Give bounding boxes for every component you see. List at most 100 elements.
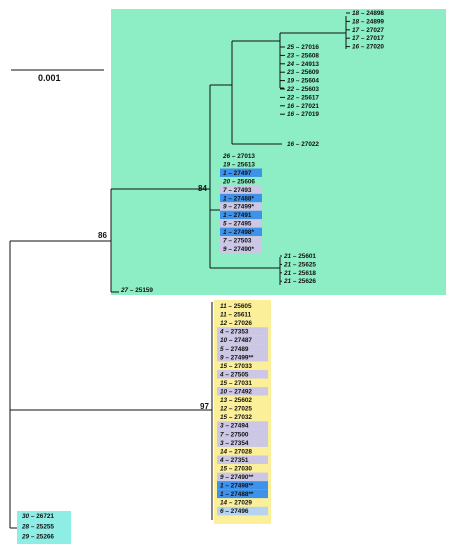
leaf-label: 4 – 27351 xyxy=(219,457,249,464)
leaf-label: 11 – 25605 xyxy=(220,303,252,310)
leaf-label: 13 – 25602 xyxy=(220,397,252,404)
leaf-highlight xyxy=(217,301,268,311)
leaf-label: 24 – 24913 xyxy=(286,61,319,68)
leaf-highlight xyxy=(217,370,268,379)
leaf-group-single: 16 – 27022 xyxy=(287,141,319,148)
leaf-highlight xyxy=(217,472,268,482)
leaf-label: 15 – 27030 xyxy=(220,465,252,472)
leaf-label: 14 – 27029 xyxy=(220,500,252,507)
leaf-highlight xyxy=(217,464,268,473)
leaf-label: 19 – 25604 xyxy=(287,78,319,85)
leaf-label: 10 – 27492 xyxy=(220,389,252,396)
leaf-highlight xyxy=(217,344,268,353)
leaf-label: 26 – 27013 xyxy=(222,153,255,160)
leaf-highlight xyxy=(217,404,268,413)
leaf-label: 10 – 27487 xyxy=(220,337,252,344)
leaf-label: 17 – 27027 xyxy=(352,27,384,34)
leaf-highlight xyxy=(220,227,262,237)
leaf-label: 1 – 27488** xyxy=(220,491,254,498)
leaf-label: 3 – 27354 xyxy=(220,440,249,447)
leaf-label: 21 – 25601 xyxy=(283,253,316,260)
leaf-label: 5 – 27489 xyxy=(220,346,249,353)
leaf-highlight xyxy=(217,310,268,319)
leaf-highlight xyxy=(217,378,268,388)
leaf-highlight xyxy=(217,506,268,516)
leaf-label: 9 – 27499* xyxy=(223,204,254,211)
leaf-highlight xyxy=(220,168,262,177)
leaf-highlight xyxy=(220,193,262,203)
leaf-label: 16 – 27019 xyxy=(287,111,319,118)
leaf-label: 6 – 27496 xyxy=(220,508,249,515)
leaf-label: 16 – 27022 xyxy=(287,141,319,148)
leaf-label: 29 – 25266 xyxy=(21,534,54,541)
leaf-highlight xyxy=(217,395,268,405)
leaf-highlight xyxy=(217,498,268,507)
leaf-label: 1 – 27497 xyxy=(223,170,252,177)
bootstrap-inner: 84 xyxy=(198,184,207,193)
leaf-label: 1 – 27498* xyxy=(223,229,254,236)
leaf-label: 16 – 27020 xyxy=(352,44,384,51)
leaf-label: 4 – 27505 xyxy=(219,371,249,378)
bootstrap-lower: 97 xyxy=(200,402,209,411)
bootstrap-upper: 86 xyxy=(98,231,107,240)
leaf-label: 1 – 27498** xyxy=(220,483,254,490)
leaf-label: 23 – 25608 xyxy=(286,52,319,59)
leaf-highlight xyxy=(217,481,268,490)
leaf-highlight xyxy=(217,412,268,422)
leaf-highlight xyxy=(220,202,262,211)
leaf-label: 18 – 24898 xyxy=(352,10,384,17)
leaf-label: 20 – 25606 xyxy=(222,178,255,185)
leaf-label: 23 – 25609 xyxy=(286,69,319,76)
leaf-highlight xyxy=(217,318,268,328)
leaf-label: 21 – 25626 xyxy=(283,278,316,285)
leaf-label: 25 – 27016 xyxy=(286,44,319,51)
leaf-label: 15 – 27032 xyxy=(220,414,252,421)
leaf-label: 18 – 24899 xyxy=(352,18,384,25)
leaf-label: 16 – 27021 xyxy=(287,103,319,110)
leaf-label: 15 – 27031 xyxy=(220,380,252,387)
leaf-label: 3 – 27494 xyxy=(220,423,249,430)
leaf-label: 1 – 27491 xyxy=(223,212,252,219)
leaf-label: 9 – 27490** xyxy=(220,474,254,481)
leaf-label: 7 – 27503 xyxy=(223,238,252,245)
leaf-highlight xyxy=(217,387,268,396)
leaf-highlight xyxy=(220,219,262,228)
leaf-label: 14 – 27028 xyxy=(220,448,252,455)
leaf-label: 12 – 27026 xyxy=(220,320,252,327)
leaf-highlight xyxy=(220,244,262,253)
leaf-label: 1 – 27488* xyxy=(223,195,254,202)
clade-box-upper xyxy=(111,9,446,295)
leaf-label: 21 – 25618 xyxy=(283,270,316,277)
leaf-label: 27 – 25159 xyxy=(120,287,153,294)
leaf-highlight xyxy=(217,446,268,456)
leaf-highlight xyxy=(217,352,268,362)
leaf-label: 7 – 27493 xyxy=(223,187,252,194)
leaf-highlight xyxy=(217,335,268,345)
leaf-label: 4 – 27353 xyxy=(219,329,249,336)
scale-bar-label: 0.001 xyxy=(38,73,61,83)
leaf-label: 22 – 25617 xyxy=(286,94,319,101)
leaf-label: 17 – 27017 xyxy=(352,35,384,42)
leaf-label: 30 – 26721 xyxy=(22,513,54,520)
leaf-highlight xyxy=(217,429,268,439)
leaf-group-outer: 27 – 25159 xyxy=(120,287,153,294)
leaf-label: 28 – 25255 xyxy=(21,523,54,530)
leaf-label: 9 – 27490* xyxy=(223,246,254,253)
leaf-highlight xyxy=(217,455,268,465)
leaf-label: 19 – 25613 xyxy=(223,161,255,168)
tree-branches xyxy=(9,16,347,529)
leaf-highlight xyxy=(217,361,268,370)
leaf-highlight xyxy=(217,421,268,430)
leaf-label: 7 – 27500 xyxy=(220,431,249,438)
bottom-left-box xyxy=(17,511,71,544)
leaf-highlight xyxy=(220,236,262,245)
leaf-label: 22 – 25603 xyxy=(286,86,319,93)
leaf-group-bottom-left: 30 – 26721 28 – 25255 29 – 25266 xyxy=(21,513,54,541)
leaf-highlight xyxy=(217,489,268,499)
